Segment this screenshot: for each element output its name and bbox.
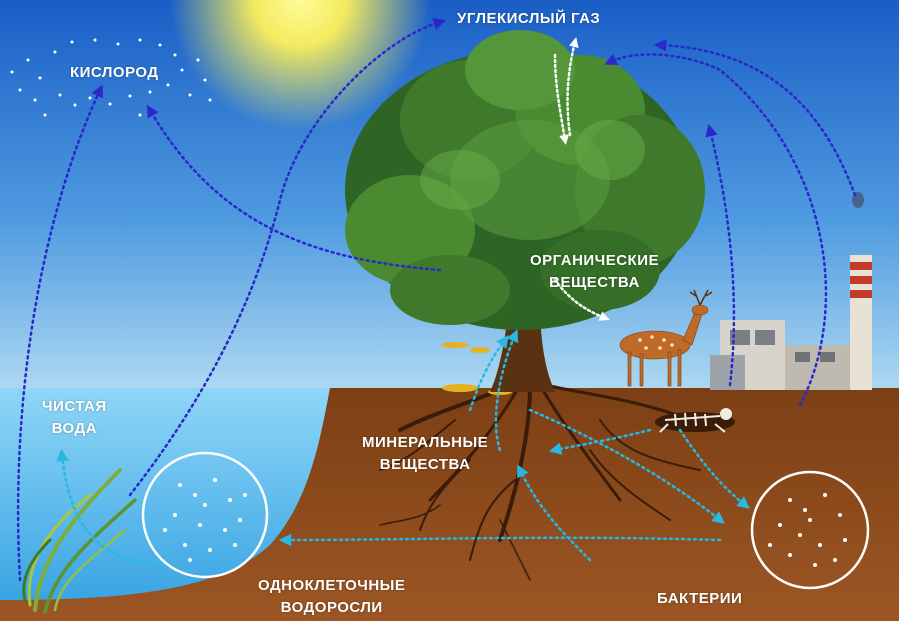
label-clean-water-line2: ВОДА xyxy=(51,420,98,437)
arrow-bacteria-to-minerals xyxy=(517,464,592,562)
label-minerals: МИНЕРАЛЬНЫЕ ВЕЩЕСТВА xyxy=(362,432,488,476)
arrow-co2-to-tree xyxy=(553,53,570,145)
sun xyxy=(170,0,430,130)
arrow-bacteria-to-algae xyxy=(278,533,722,547)
label-organic: ОРГАНИЧЕСКИЕ ВЕЩЕСТВА xyxy=(530,250,659,294)
label-minerals-line2: ВЕЩЕСТВА xyxy=(379,456,471,473)
label-algae-line1: ОДНОКЛЕТОЧНЫЕ xyxy=(258,577,406,594)
arrow-factory-to-co2 xyxy=(653,39,857,197)
bacteria-cells xyxy=(768,493,847,567)
arrow-minerals-to-tree xyxy=(494,329,519,452)
arrow-algae-to-water xyxy=(56,448,162,567)
cyan-arrows xyxy=(56,329,750,567)
seaweed xyxy=(22,468,137,614)
animal-skeleton xyxy=(655,408,735,433)
label-co2-text: УГЛЕКИСЛЫЙ ГАЗ xyxy=(457,10,601,27)
arrow-skeleton-to-bacteria xyxy=(678,428,750,509)
label-organic-line1: ОРГАНИЧЕСКИЕ xyxy=(530,252,659,269)
blue-arrows xyxy=(16,17,857,582)
label-co2: УГЛЕКИСЛЫЙ ГАЗ xyxy=(457,8,600,30)
label-clean-water-line1: ЧИСТАЯ xyxy=(42,398,107,415)
tree-foliage xyxy=(345,30,705,330)
deer xyxy=(619,289,713,387)
label-minerals-line1: МИНЕРАЛЬНЫЕ xyxy=(362,434,489,451)
white-arrows xyxy=(553,37,610,321)
algae-cells xyxy=(163,478,247,562)
label-bacteria-text: БАКТЕРИИ xyxy=(657,590,743,607)
deer-spots xyxy=(638,335,674,350)
label-bacteria: БАКТЕРИИ xyxy=(657,588,742,610)
arrow-roots-up xyxy=(468,334,509,412)
oxygen-particles xyxy=(10,38,212,117)
label-organic-line2: ВЕЩЕСТВА xyxy=(549,274,640,291)
label-clean-water: ЧИСТАЯ ВОДА xyxy=(42,396,107,440)
bacteria-circle xyxy=(750,470,870,590)
arrow-tree-to-co2 xyxy=(566,37,579,137)
arrow-bacteria-to-co2 xyxy=(604,53,828,407)
label-oxygen-text: КИСЛОРОД xyxy=(70,64,159,81)
arrow-algae-to-co2 xyxy=(128,17,446,497)
tree-roots xyxy=(379,383,701,581)
arrow-deer-to-co2 xyxy=(705,123,736,387)
arrow-minerals-to-bacteria xyxy=(528,408,725,524)
arrow-organic-to-deer xyxy=(553,278,610,321)
arrow-algae-to-oxygen xyxy=(16,84,104,582)
arrow-skeleton-to-minerals xyxy=(548,428,652,455)
label-oxygen: КИСЛОРОД xyxy=(70,62,159,84)
algae-circle xyxy=(141,451,269,579)
arrow-tree-to-oxygen xyxy=(146,104,442,272)
label-algae-line2: ВОДОРОСЛИ xyxy=(280,599,383,616)
label-algae: ОДНОКЛЕТОЧНЫЕ ВОДОРОСЛИ xyxy=(258,575,405,619)
